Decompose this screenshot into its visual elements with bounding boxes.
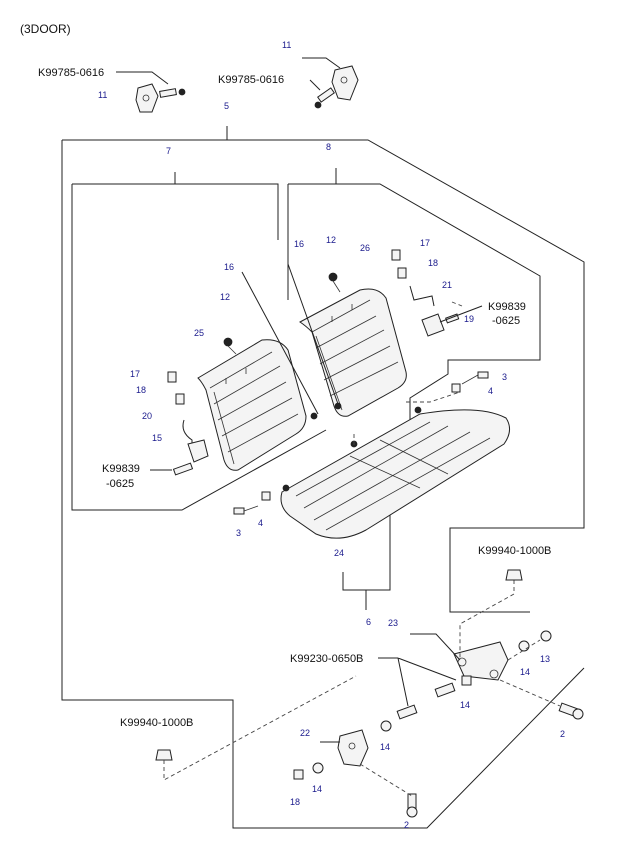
- label-18-lower: 18: [290, 797, 300, 807]
- nut-k5: [505, 569, 523, 581]
- label-15: 15: [152, 433, 162, 443]
- label-k99785-left: K99785-0616: [38, 67, 104, 79]
- label-14-lower-left: 14: [312, 784, 322, 794]
- leader-11b: [302, 57, 341, 69]
- label-20: 20: [142, 411, 152, 421]
- label-14-lower-right: 14: [380, 742, 390, 752]
- leader-k6: [378, 657, 457, 707]
- seatback-left: [197, 339, 307, 471]
- hinge-bracket-right: [314, 65, 359, 109]
- dash-2a: [499, 679, 561, 707]
- dash-2b: [359, 763, 413, 797]
- leader-k1: [116, 71, 169, 85]
- nut-14a: [518, 640, 530, 652]
- label-2-lower: 2: [404, 820, 409, 830]
- seatback-left-outline-7: [71, 172, 327, 511]
- bolt-2-right: [558, 702, 584, 720]
- label-12-lower: 12: [220, 292, 230, 302]
- leader-k3: [439, 305, 483, 323]
- latch-23: [453, 641, 509, 681]
- label-23: 23: [388, 618, 398, 628]
- nut-k7: [155, 749, 173, 761]
- bolt-k6-b: [434, 682, 456, 698]
- rod-16b: [287, 263, 339, 405]
- label-21: 21: [442, 280, 452, 290]
- label-12-upper: 12: [326, 235, 336, 245]
- nut-14d: [312, 762, 324, 774]
- label-11-left: 11: [98, 90, 107, 100]
- leader-k2: [309, 79, 321, 91]
- label-k99839-right-a: K99839: [488, 301, 526, 313]
- cushion-outline-6: [342, 500, 391, 610]
- label-k99230: K99230-0650B: [290, 653, 363, 665]
- release-lever-right: [391, 249, 463, 337]
- label-19: 19: [464, 314, 474, 324]
- label-11-top: 11: [282, 40, 291, 50]
- label-16-right: 16: [294, 239, 304, 249]
- label-3-left: 3: [236, 528, 241, 538]
- bolt-3-right: [461, 371, 489, 385]
- dash-13: [507, 639, 541, 661]
- label-k99839-left-b: -0625: [106, 478, 134, 490]
- label-22: 22: [300, 728, 310, 738]
- striker-22: [337, 729, 369, 767]
- label-17-left: 17: [130, 369, 140, 379]
- nut-14c: [380, 720, 392, 732]
- bolt-12-lower: [223, 337, 237, 355]
- label-6: 6: [366, 617, 371, 627]
- nut-18c: [293, 769, 304, 780]
- nut-4-right: [451, 383, 461, 393]
- label-17-right: 17: [420, 238, 430, 248]
- label-24: 24: [334, 548, 344, 558]
- seatback-right-outline-8: [287, 168, 541, 430]
- leader-dash-4: [406, 391, 461, 403]
- seat-cushion: [280, 409, 510, 539]
- bolt-k6-a: [396, 704, 418, 720]
- label-18-left: 18: [136, 385, 146, 395]
- label-3-right: 3: [502, 372, 507, 382]
- diagram-title: (3DOOR): [20, 22, 71, 36]
- seatback-right: [299, 288, 407, 417]
- label-14-upper: 14: [520, 667, 530, 677]
- label-k99940-left: K99940-1000B: [120, 717, 193, 729]
- label-4-left: 4: [258, 518, 263, 528]
- label-18-right: 18: [428, 258, 438, 268]
- label-2-right: 2: [560, 729, 565, 739]
- label-k99839-left-a: K99839: [102, 463, 140, 475]
- label-7: 7: [166, 146, 171, 156]
- rod-16a: [241, 271, 319, 415]
- bolt-3-left: [233, 505, 259, 515]
- nut-13: [540, 630, 552, 642]
- label-8: 8: [326, 142, 331, 152]
- label-16-left: 16: [224, 262, 234, 272]
- label-k99785-right: K99785-0616: [218, 74, 284, 86]
- dash-k5: [459, 580, 515, 660]
- release-lever-left: [167, 371, 209, 476]
- assembly-outline-5: [61, 126, 585, 829]
- hinge-bracket-left: [135, 83, 186, 113]
- bolt-12-upper: [328, 272, 341, 293]
- nut-4-left: [261, 491, 271, 501]
- label-13: 13: [540, 654, 550, 664]
- leader-23: [410, 633, 461, 661]
- nut-14b: [461, 675, 472, 686]
- label-4-right: 4: [488, 386, 493, 396]
- label-k99839-right-b: -0625: [492, 315, 520, 327]
- label-k99940-right: K99940-1000B: [478, 545, 551, 557]
- label-26: 26: [360, 243, 370, 253]
- label-25: 25: [194, 328, 204, 338]
- label-5: 5: [224, 101, 229, 111]
- bolt-2-lower: [406, 793, 418, 818]
- label-14-middle: 14: [460, 700, 470, 710]
